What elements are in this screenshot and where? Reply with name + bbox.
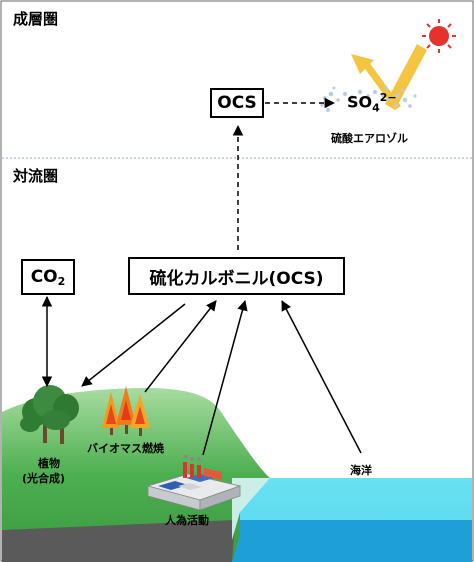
sulfate-base: SO xyxy=(347,92,373,112)
sulfate-sub: 4 xyxy=(372,101,380,115)
biomass-to-ocs-arrow xyxy=(144,300,217,393)
human-to-ocs-arrow xyxy=(202,299,248,456)
ocs-stratosphere-text: OCS xyxy=(217,93,257,113)
troposphere-label: 対流圏 xyxy=(13,167,59,185)
sulfate-aerosol-label: 硫酸エアロゾル xyxy=(331,132,408,145)
ocs-main-text: 硫化カルボニル(OCS) xyxy=(149,268,324,289)
ocs-stratosphere-box: OCS xyxy=(210,88,264,118)
human-activity-label: 人為活動 xyxy=(165,514,209,527)
ocean-to-ocs-arrow xyxy=(281,300,362,454)
aerosol-particles xyxy=(320,86,417,112)
land xyxy=(2,388,270,562)
ocs-main-box: 硫化カルボニル(OCS) xyxy=(128,257,345,295)
stratosphere-label: 成層圏 xyxy=(13,10,59,28)
fire-trees-icon xyxy=(102,386,150,436)
co2-sub: 2 xyxy=(57,274,66,288)
sulfate-formula: SO42− xyxy=(347,91,397,115)
biomass-label: バイオマス燃焼 xyxy=(87,442,164,455)
ocean-label: 海洋 xyxy=(350,464,372,477)
trees-icon xyxy=(20,385,79,444)
ocean xyxy=(232,478,472,562)
ocs-to-plants-arrow xyxy=(81,303,186,387)
factory-icon xyxy=(146,455,242,511)
sulfate-sup: 2− xyxy=(379,91,397,104)
sun-icon xyxy=(422,19,456,53)
co2-text: CO xyxy=(30,267,58,287)
sunlight-arrows xyxy=(351,44,427,110)
plants-label-line1: 植物 xyxy=(38,457,60,470)
plants-label-line2: (光合成) xyxy=(22,472,66,485)
